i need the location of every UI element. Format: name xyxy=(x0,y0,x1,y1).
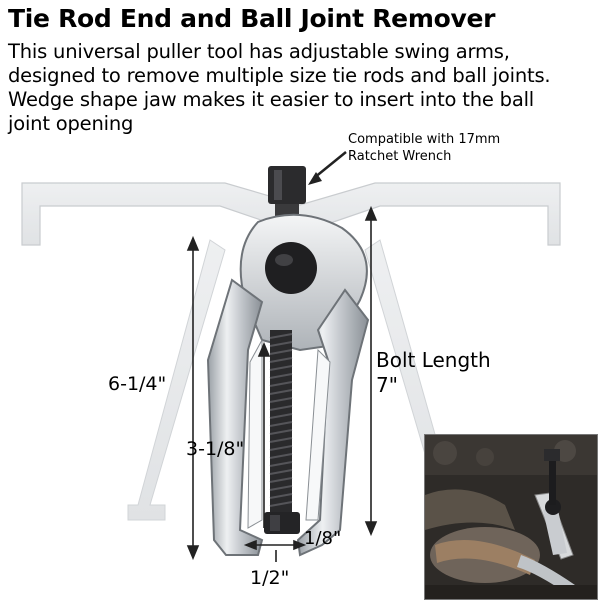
callout-arrow xyxy=(313,151,347,179)
jaw-depth-label: 3-1/8" xyxy=(186,438,245,460)
threaded-bolt xyxy=(264,330,300,534)
jaw-width-label: 1/2" xyxy=(250,567,290,589)
description-line: designed to remove multiple size tie rod… xyxy=(8,64,551,87)
dimension-lines xyxy=(186,205,378,562)
note-line: Ratchet Wrench xyxy=(348,149,452,164)
note-line: Compatible with 17mm xyxy=(348,132,501,147)
description-line: joint opening xyxy=(8,112,134,135)
product-title: Tie Rod End and Ball Joint Remover xyxy=(8,4,496,33)
bolt-length-label: Bolt Length xyxy=(376,348,491,372)
wrench-compatibility-note: Compatible with 17mm Ratchet Wrench xyxy=(348,131,500,165)
bolt-length-value: 7" xyxy=(376,373,398,397)
puller-frame xyxy=(206,213,370,557)
product-description: This universal puller tool has adjustabl… xyxy=(8,40,593,136)
description-line: Wedge shape jaw makes it easier to inser… xyxy=(8,88,535,111)
usage-photo-scene xyxy=(425,435,597,599)
overall-height-label: 6-1/4" xyxy=(108,373,167,395)
jaw-gap-label: 1/8" xyxy=(304,528,342,549)
description-line: This universal puller tool has adjustabl… xyxy=(8,40,510,63)
usage-photo xyxy=(424,434,598,600)
